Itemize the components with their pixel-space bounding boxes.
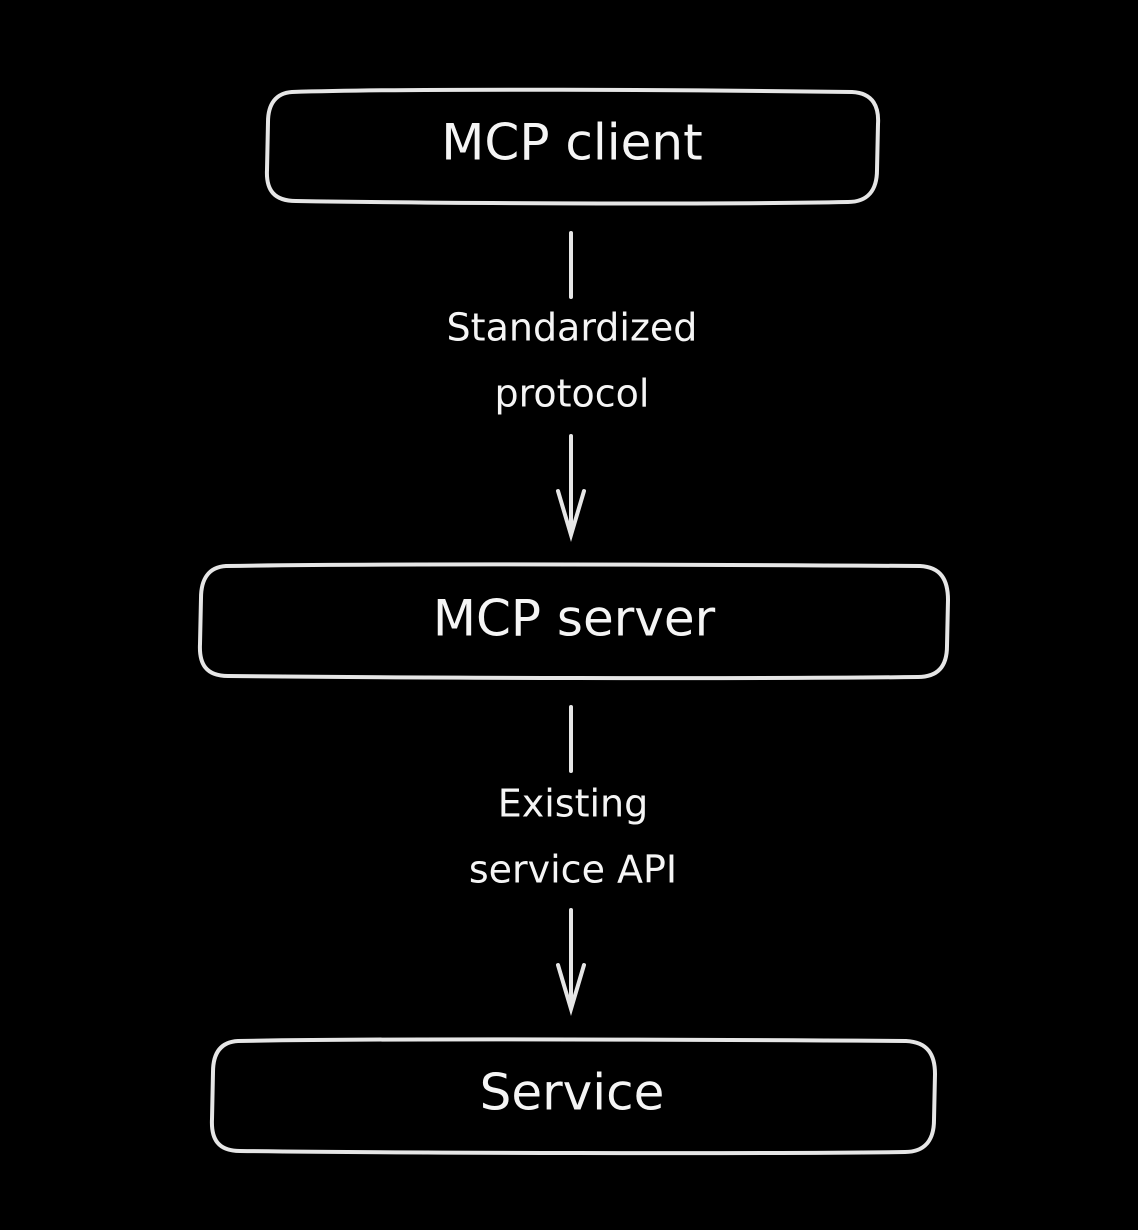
edge-client-to-server-label-line2: protocol — [494, 372, 649, 416]
edge-client-to-server-label-line1: Standardized — [447, 306, 698, 350]
edge-server-to-service-arrowhead — [556, 963, 586, 1017]
edge-server-to-service-label-line2: service API — [469, 848, 677, 892]
node-mcp-client-label: MCP client — [441, 114, 702, 172]
edge-client-to-server-arrowhead — [556, 489, 586, 543]
edge-server-to-service: Existing service API — [469, 705, 677, 1017]
node-mcp-server-box — [197, 562, 951, 681]
node-service-box — [209, 1037, 938, 1156]
edge-client-to-server: Standardized protocol — [447, 231, 698, 543]
node-mcp-server: MCP server — [197, 562, 951, 681]
node-mcp-client: MCP client — [264, 87, 881, 206]
edge-server-to-service-label-line1: Existing — [498, 782, 649, 826]
node-mcp-client-box — [264, 87, 881, 206]
node-mcp-server-label: MCP server — [433, 590, 716, 648]
node-service-label: Service — [480, 1064, 665, 1122]
node-service: Service — [209, 1037, 938, 1156]
